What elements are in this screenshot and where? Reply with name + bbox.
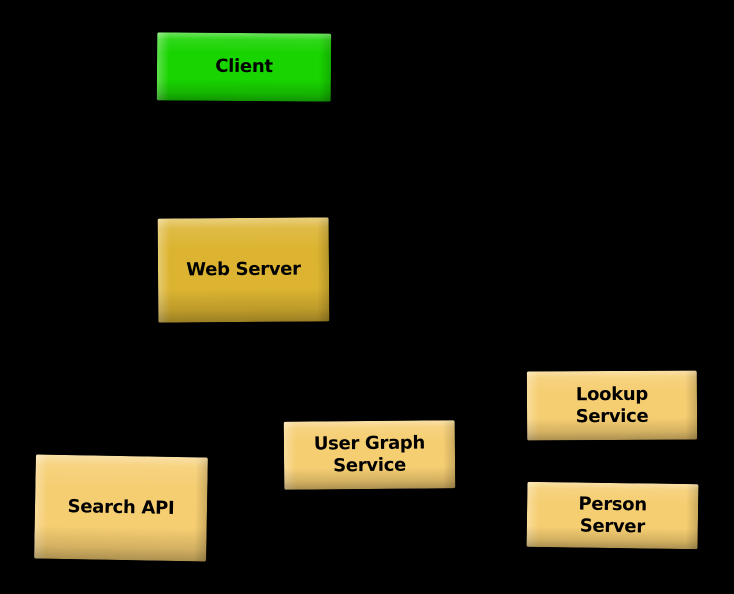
node-client: Client	[156, 32, 332, 102]
node-web-server: Web Server	[157, 217, 330, 323]
node-person-server-label: Person Server	[578, 493, 647, 537]
node-search-api: Search API	[34, 454, 208, 562]
node-lookup-service: Lookup Service	[526, 370, 698, 441]
node-search-api-label: Search API	[67, 496, 175, 519]
node-lookup-service-label: Lookup Service	[575, 383, 649, 427]
node-user-graph-service: User Graph Service	[283, 420, 456, 490]
node-person-server: Person Server	[526, 481, 699, 550]
node-web-server-label: Web Server	[186, 258, 301, 281]
node-client-label: Client	[215, 55, 273, 78]
node-user-graph-service-label: User Graph Service	[313, 432, 426, 477]
